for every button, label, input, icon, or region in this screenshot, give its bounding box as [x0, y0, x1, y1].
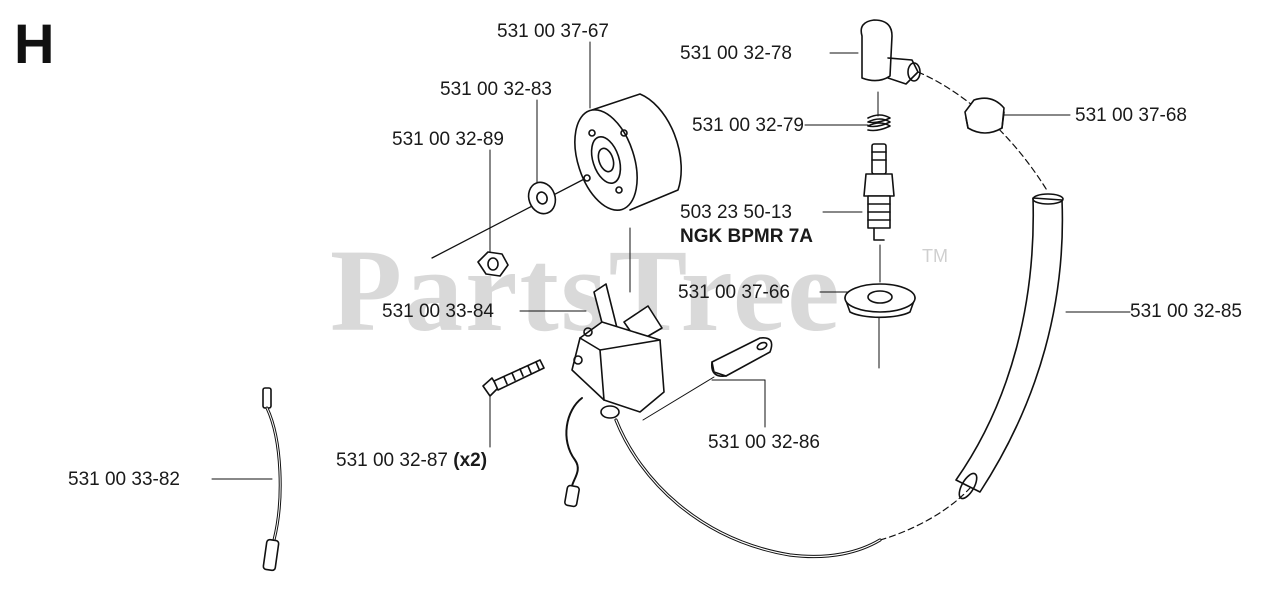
part-label-hose: 531 00 32-85	[1130, 301, 1242, 322]
part-label-clip: 531 00 32-86	[708, 432, 820, 453]
watermark-trademark: TM	[922, 246, 948, 266]
ground-wire-icon	[564, 397, 583, 508]
part-note-spark-plug: NGK BPMR 7A	[680, 226, 814, 247]
screw-icon	[482, 359, 545, 397]
leader-lines	[211, 41, 1131, 480]
spark-plug-icon	[863, 143, 895, 241]
grommet-icon	[844, 283, 916, 319]
part-label-nut: 531 00 32-89	[392, 129, 504, 150]
boot-icon	[860, 19, 921, 85]
part-label-cable: 531 00 33-82	[68, 469, 180, 490]
ignition-coil-icon	[571, 283, 665, 419]
part-label-flywheel: 531 00 37-67	[497, 21, 609, 42]
washer-icon	[527, 181, 557, 215]
part-label-boot: 531 00 32-78	[680, 43, 792, 64]
part-label-spark-plug: 503 23 50-13	[680, 202, 792, 223]
cable-icon	[262, 387, 282, 572]
spring-icon	[867, 114, 891, 132]
part-label-ignition-coil: 531 00 33-84	[382, 301, 494, 322]
shaft-axis	[431, 174, 593, 259]
part-label-washer: 531 00 32-83	[440, 79, 552, 100]
part-label-grommet: 531 00 37-66	[678, 282, 790, 303]
cap-icon	[964, 97, 1005, 134]
coil-lead-wire-inner	[615, 419, 881, 558]
section-letter: H	[14, 12, 55, 75]
clip-icon	[710, 336, 773, 378]
flywheel-icon	[574, 93, 683, 212]
part-label-spring: 531 00 32-79	[692, 115, 804, 136]
hose-icon	[955, 193, 1064, 500]
part-label-cap: 531 00 37-68	[1075, 105, 1187, 126]
part-label-screw: 531 00 32-87 (x2)	[336, 450, 488, 471]
nut-icon	[477, 251, 509, 277]
